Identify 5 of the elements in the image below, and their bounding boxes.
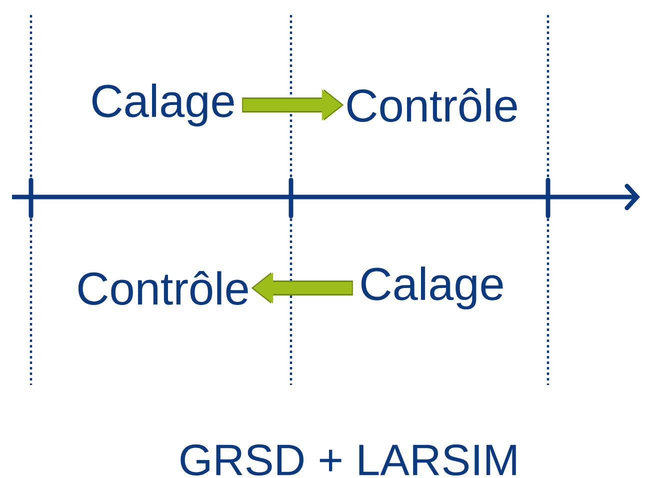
step-label: Contrôle: [78, 271, 248, 305]
step-label: Calage: [361, 266, 503, 310]
step-label: Contrôle: [347, 88, 517, 122]
caption: GRSD + LARSIM: [180, 444, 516, 476]
step-label: Calage: [92, 84, 234, 126]
